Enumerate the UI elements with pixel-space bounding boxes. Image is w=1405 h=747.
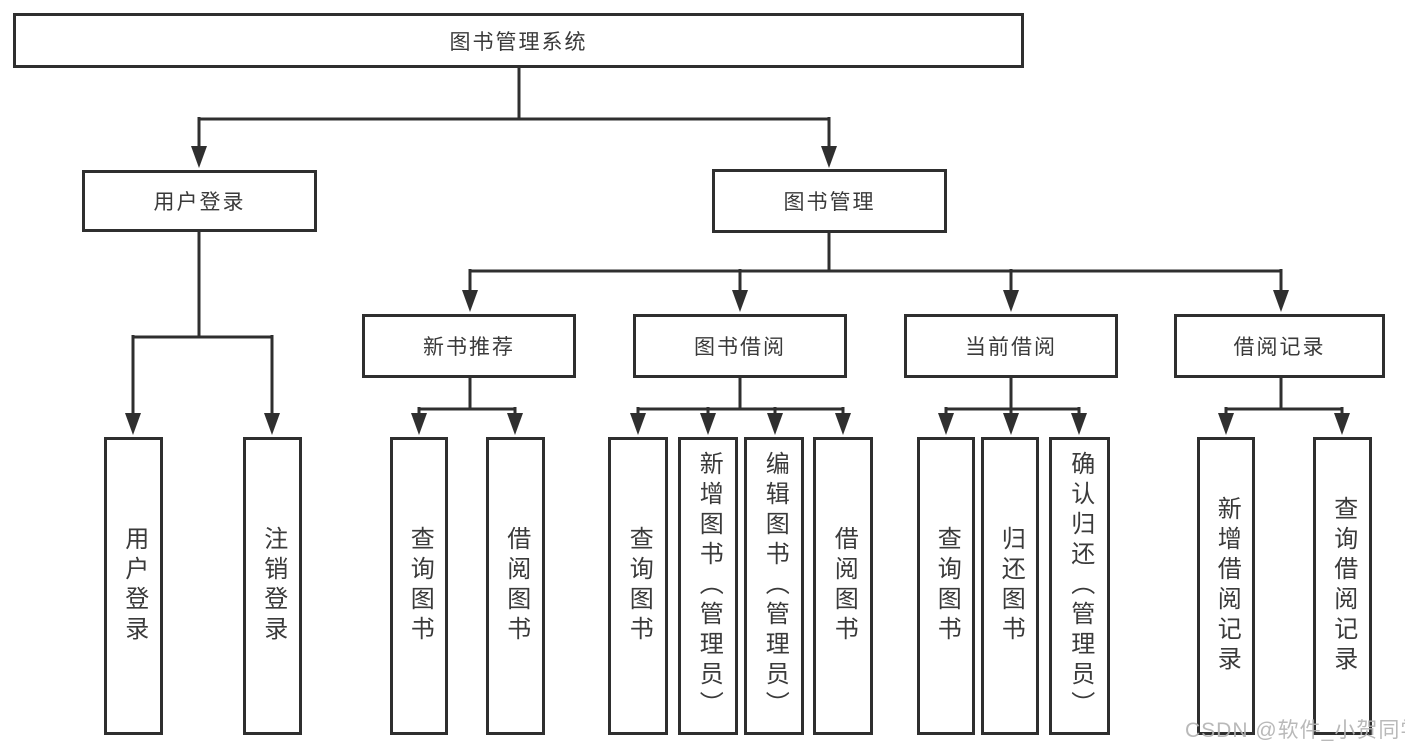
leaf-add-books-admin: 新增图书（管理员） (678, 437, 738, 735)
arrow-icon (1334, 413, 1350, 435)
connector-user-login (131, 232, 274, 417)
node-label: 用户登录 (120, 526, 148, 646)
leaf-query-books-recommend: 查询图书 (390, 437, 448, 735)
node-label: 图书借阅 (694, 336, 786, 359)
arrow-icon (732, 290, 748, 312)
arrow-icon (125, 413, 141, 435)
node-label: 确认归还（管理员） (1066, 451, 1094, 721)
node-label: 新增借阅记录 (1213, 496, 1241, 676)
node-label: 归还图书 (997, 526, 1025, 646)
node-user-login: 用户登录 (82, 170, 317, 232)
arrow-icon (630, 413, 646, 435)
leaf-logout: 注销登录 (243, 437, 302, 735)
arrow-icon (411, 413, 427, 435)
node-label: 借阅图书 (830, 526, 858, 646)
node-label: 查询图书 (625, 526, 653, 646)
node-new-book-recommend: 新书推荐 (362, 314, 576, 378)
leaf-query-books-borrow: 查询图书 (608, 437, 668, 735)
node-current-borrow: 当前借阅 (904, 314, 1118, 378)
arrow-icon (507, 413, 523, 435)
arrow-icon (700, 413, 716, 435)
leaf-borrow-books: 借阅图书 (813, 437, 873, 735)
arrow-icon (767, 413, 783, 435)
arrow-icon (264, 413, 280, 435)
leaf-confirm-return-admin: 确认归还（管理员） (1049, 437, 1110, 735)
node-label: 当前借阅 (965, 336, 1057, 359)
leaf-edit-books-admin: 编辑图书（管理员） (744, 437, 804, 735)
connector-arrowheads (125, 146, 1350, 435)
arrow-icon (1071, 413, 1087, 435)
leaf-query-borrow-record: 查询借阅记录 (1313, 437, 1372, 735)
arrow-icon (1003, 413, 1019, 435)
node-system-root: 图书管理系统 (13, 13, 1024, 68)
node-label: 查询图书 (933, 526, 961, 646)
node-label: 图书管理 (783, 191, 876, 214)
connector-current-borrow (944, 378, 1081, 418)
arrow-icon (191, 146, 207, 168)
arrow-icon (462, 290, 478, 312)
node-label: 用户登录 (153, 191, 246, 214)
leaf-query-books-current: 查询图书 (917, 437, 975, 735)
node-label: 新书推荐 (423, 336, 515, 359)
node-label: 新增图书（管理员） (695, 451, 723, 721)
leaf-borrow-books-recommend: 借阅图书 (486, 437, 545, 735)
connector-borrow-records (1224, 378, 1344, 418)
arrow-icon (1273, 290, 1289, 312)
node-book-management: 图书管理 (712, 169, 947, 233)
connector-root (197, 68, 831, 150)
arrow-icon (1003, 290, 1019, 312)
leaf-return-books: 归还图书 (981, 437, 1039, 735)
watermark: CSDN @软件_小贺同学 (1185, 719, 1405, 742)
connector-lines (131, 68, 1344, 418)
connector-book-borrow (636, 378, 845, 418)
arrow-icon (821, 146, 837, 168)
node-label: 编辑图书（管理员） (761, 451, 789, 721)
connector-book-management (468, 233, 1283, 294)
node-label: 查询图书 (406, 526, 434, 646)
leaf-add-borrow-record: 新增借阅记录 (1197, 437, 1255, 735)
arrow-icon (835, 413, 851, 435)
connector-new-book-recommend (417, 378, 517, 418)
arrow-icon (1218, 413, 1234, 435)
node-label: 注销登录 (259, 526, 287, 646)
leaf-user-login: 用户登录 (104, 437, 163, 735)
node-label: 查询借阅记录 (1329, 496, 1357, 676)
node-book-borrow: 图书借阅 (633, 314, 847, 378)
node-borrow-records: 借阅记录 (1174, 314, 1385, 378)
node-label: 图书管理系统 (449, 30, 588, 54)
node-label: 借阅图书 (502, 526, 530, 646)
arrow-icon (938, 413, 954, 435)
node-label: 借阅记录 (1233, 336, 1326, 359)
